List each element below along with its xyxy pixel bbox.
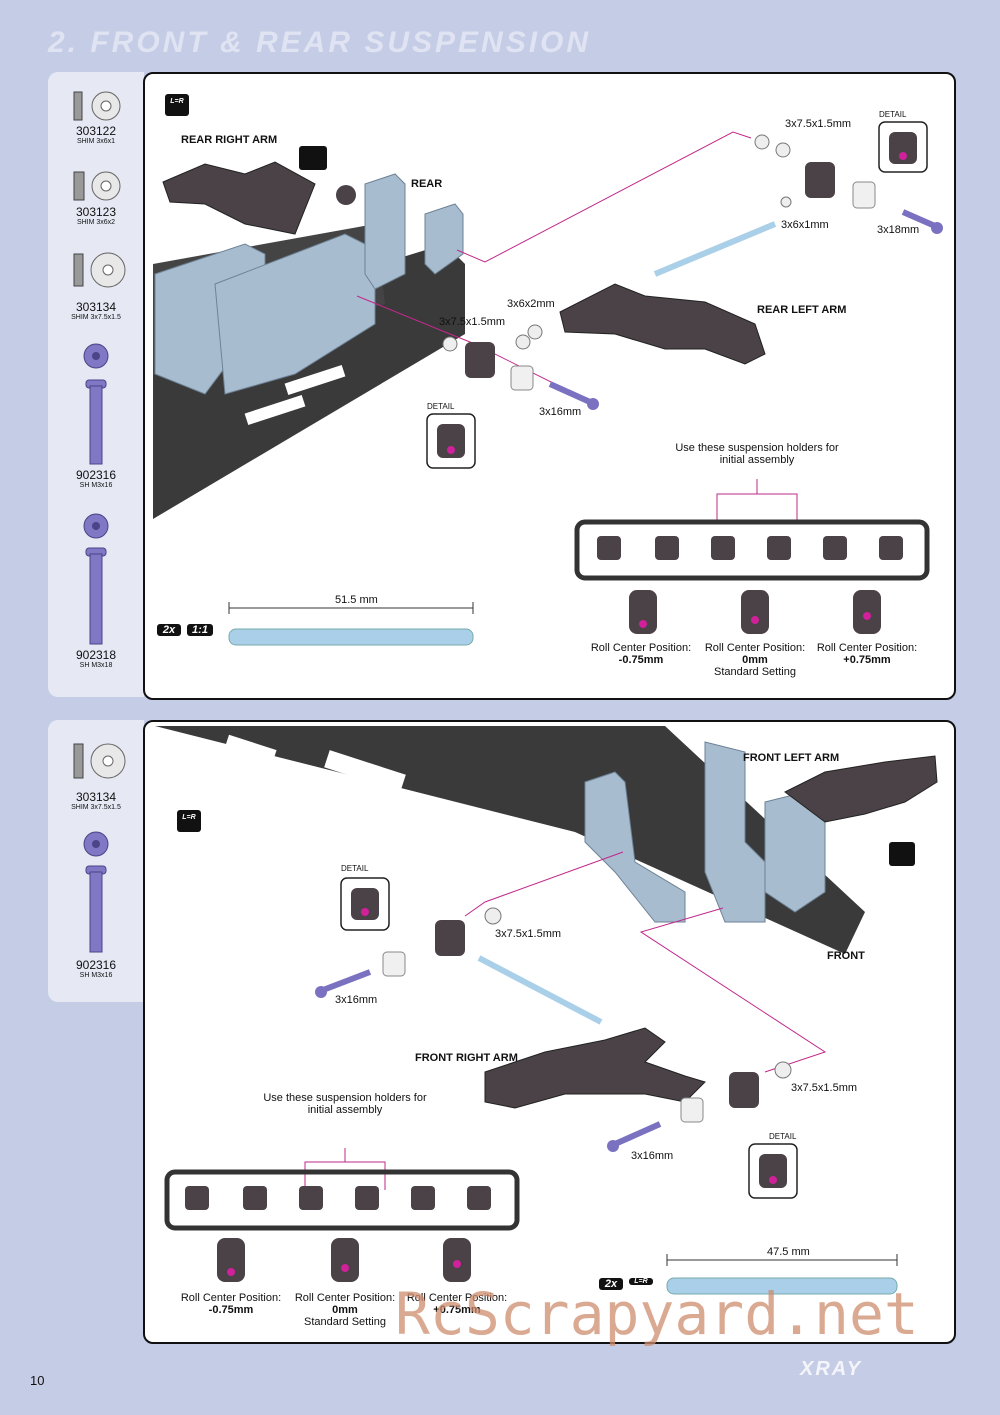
scale-badge: 1:1 (187, 624, 213, 636)
roll-center-pos: Roll Center Position: +0.75mm (807, 642, 927, 666)
rc-value: 0mm (742, 654, 768, 666)
detail-label: DETAIL (427, 402, 455, 411)
lr-icon: L=R (165, 98, 189, 105)
front-suspension-panel: L=R FRONT LEFT ARM FRONT FRONT RIGHT ARM… (143, 720, 956, 1344)
roll-center-neg: Roll Center Position: -0.75mm (581, 642, 701, 666)
quantity-badge: 2x (599, 1278, 623, 1290)
holders-note-line: Use these suspension holders for (263, 1092, 427, 1104)
rc-label: Roll Center Position: (590, 642, 692, 654)
parts-icons-bottom (73, 743, 126, 953)
screw-label: 3x16mm (335, 994, 378, 1006)
part-code: 303134 (75, 300, 117, 314)
part-desc: SHIM 3x6x1 (76, 138, 116, 145)
holders-note: Use these suspension holders for initial… (665, 442, 849, 466)
rear-assembly-illustration (153, 94, 943, 646)
screw-label: 3x18mm (877, 224, 920, 236)
rc-value: +0.75mm (843, 654, 891, 666)
part-desc: SHIM 3x7.5x1.5 (71, 804, 121, 811)
part-desc: SH M3x18 (79, 662, 113, 669)
pin-length-label: 47.5 mm (767, 1246, 810, 1258)
part-code: 303123 (75, 205, 117, 219)
detail-label: DETAIL (341, 864, 369, 873)
detail-label: DETAIL (879, 110, 907, 119)
watermark: RcScrapyard.net (395, 1280, 919, 1348)
front-left-arm-label: FRONT LEFT ARM (743, 752, 840, 764)
rc-value: -0.75mm (208, 1304, 254, 1316)
shim-label: 3x7.5x1.5mm (791, 1082, 858, 1094)
shim-label: 3x7.5x1.5mm (439, 316, 506, 328)
part-desc: SHIM 3x6x2 (76, 219, 116, 226)
roll-center-zero: Roll Center Position: 0mm Standard Setti… (285, 1292, 405, 1328)
rc-label: Roll Center Position: (180, 1292, 282, 1304)
part-desc: SHIM 3x7.5x1.5 (71, 314, 121, 321)
roll-center-neg: Roll Center Position: -0.75mm (171, 1292, 291, 1316)
shim-label: 3x6x1mm (781, 219, 829, 231)
rc-label: Roll Center Position: (816, 642, 918, 654)
detail-label: DETAIL (769, 1132, 797, 1141)
rc-value: +0.75mm (433, 1304, 481, 1316)
front-assembly-illustration (155, 726, 938, 1295)
rc-standard: Standard Setting (304, 1316, 386, 1328)
rc-value: 0mm (332, 1304, 358, 1316)
part-desc: SH M3x16 (79, 972, 113, 979)
roll-center-pos: Roll Center Position: +0.75mm (397, 1292, 517, 1316)
part-code: 303122 (75, 124, 117, 138)
rc-label: Roll Center Position: (294, 1292, 396, 1304)
screw-label: 3x16mm (539, 406, 582, 418)
holders-note: Use these suspension holders for initial… (253, 1092, 437, 1116)
parts-icons-top (73, 91, 126, 645)
part-desc: SH M3x16 (79, 482, 113, 489)
holders-note-line: Use these suspension holders for (675, 442, 839, 454)
front-label: FRONT (827, 950, 865, 962)
rear-left-arm-label: REAR LEFT ARM (757, 304, 847, 316)
part-code: 902316 (75, 468, 117, 482)
shim-label: 3x7.5x1.5mm (785, 118, 852, 130)
screw-label: 3x16mm (631, 1150, 674, 1162)
rear-right-arm-label: REAR RIGHT ARM (181, 134, 278, 146)
shim-label: 3x7.5x1.5mm (495, 928, 562, 940)
quantity-badge: 2x (157, 624, 181, 636)
rc-standard: Standard Setting (714, 666, 796, 678)
rear-label: REAR (411, 178, 443, 190)
brand-logo: XRAY (800, 1358, 863, 1380)
rc-label: Roll Center Position: (704, 642, 806, 654)
rc-label: Roll Center Position: (406, 1292, 508, 1304)
part-code: 303134 (75, 790, 117, 804)
page-number: 10 (30, 1373, 45, 1388)
lr-icon: L=R (629, 1278, 653, 1285)
holders-note-line: initial assembly (719, 454, 795, 466)
pin-length-label: 51.5 mm (335, 594, 378, 606)
holders-note-line: initial assembly (307, 1104, 383, 1116)
part-code: 902318 (75, 648, 117, 662)
part-code: 902316 (75, 958, 117, 972)
shim-label: 3x6x2mm (507, 298, 555, 310)
rear-suspension-panel: L=R REAR RIGHT ARM REAR REAR LEFT ARM DE… (143, 72, 956, 700)
page-title: 2. FRONT & REAR SUSPENSION (48, 26, 592, 59)
front-right-arm-label: FRONT RIGHT ARM (415, 1052, 518, 1064)
roll-center-zero: Roll Center Position: 0mm Standard Setti… (695, 642, 815, 678)
rc-value: -0.75mm (618, 654, 664, 666)
lr-icon: L=R (177, 814, 201, 821)
